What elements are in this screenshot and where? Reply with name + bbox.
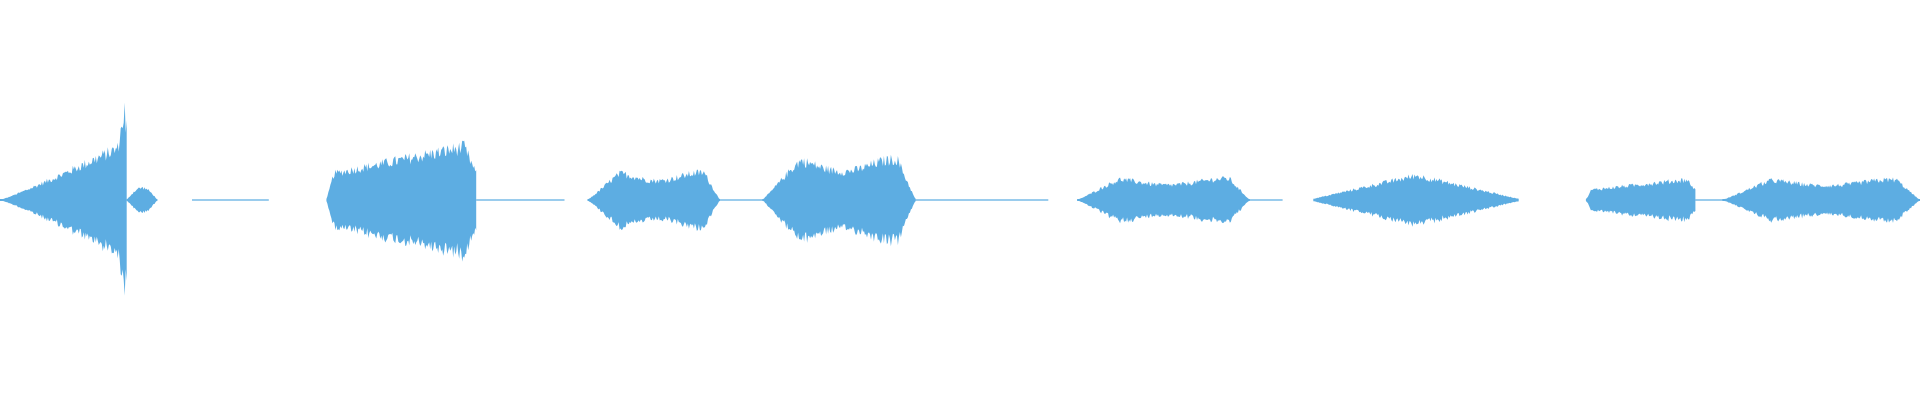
waveform-segment-voiced — [1585, 178, 1696, 223]
waveform-segment-voiced — [587, 169, 720, 231]
waveform-segment-voiced — [326, 140, 477, 262]
waveform-segment-voiced — [126, 186, 158, 213]
waveform-segment-voiced — [1313, 174, 1519, 227]
waveform-segment-silence — [1249, 199, 1283, 201]
waveform-segment-voiced — [1077, 176, 1250, 224]
waveform-segment-silence — [1695, 199, 1723, 201]
waveform-segment-voiced — [0, 102, 127, 296]
waveform-segment-silence — [192, 199, 269, 201]
waveform-group — [0, 102, 1920, 296]
waveform-segment-silence — [476, 199, 565, 201]
waveform-segment-silence — [720, 199, 763, 201]
waveform-segment-voiced — [762, 154, 916, 247]
waveform-segment-voiced — [1722, 177, 1920, 223]
waveform-segment-silence — [915, 199, 1049, 201]
